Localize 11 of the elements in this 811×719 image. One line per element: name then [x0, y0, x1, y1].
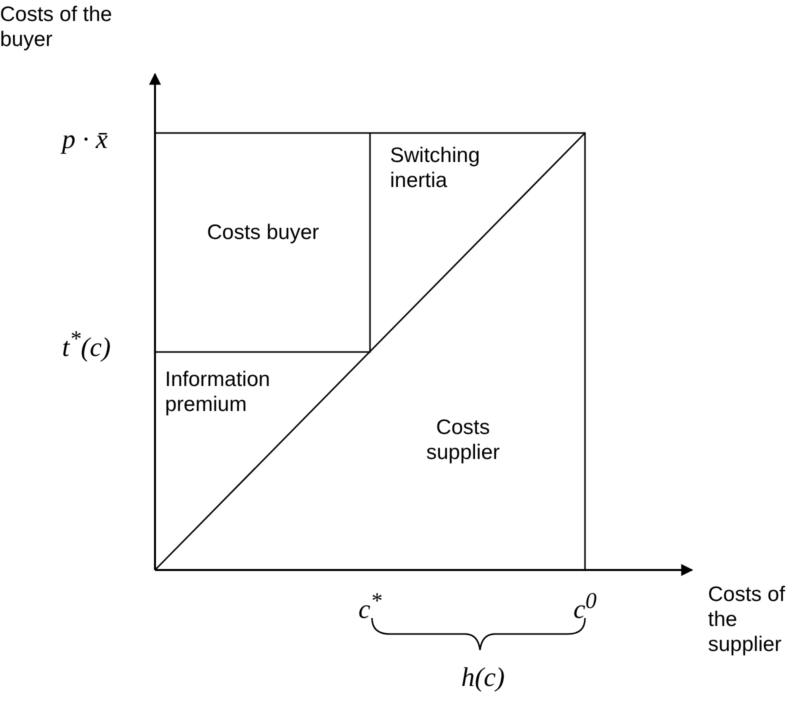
axis-value: p · x̄: [62, 124, 109, 154]
axis-value: t$^{*}$(c): [62, 325, 112, 362]
brace-label: h(c): [460, 662, 506, 692]
axis-title: Costs of the buyer: [0, 2, 114, 52]
axis-title: Costs of the supplier: [708, 582, 786, 657]
region-label: Switching inertia: [390, 143, 481, 193]
region-label: Information premium: [165, 367, 272, 417]
axis-value: c$^{0}$: [572, 587, 598, 624]
region-label: Costs buyer: [206, 220, 320, 245]
region-label: Costs supplier: [425, 415, 501, 465]
axis-value: c$^{*}$: [357, 587, 383, 624]
